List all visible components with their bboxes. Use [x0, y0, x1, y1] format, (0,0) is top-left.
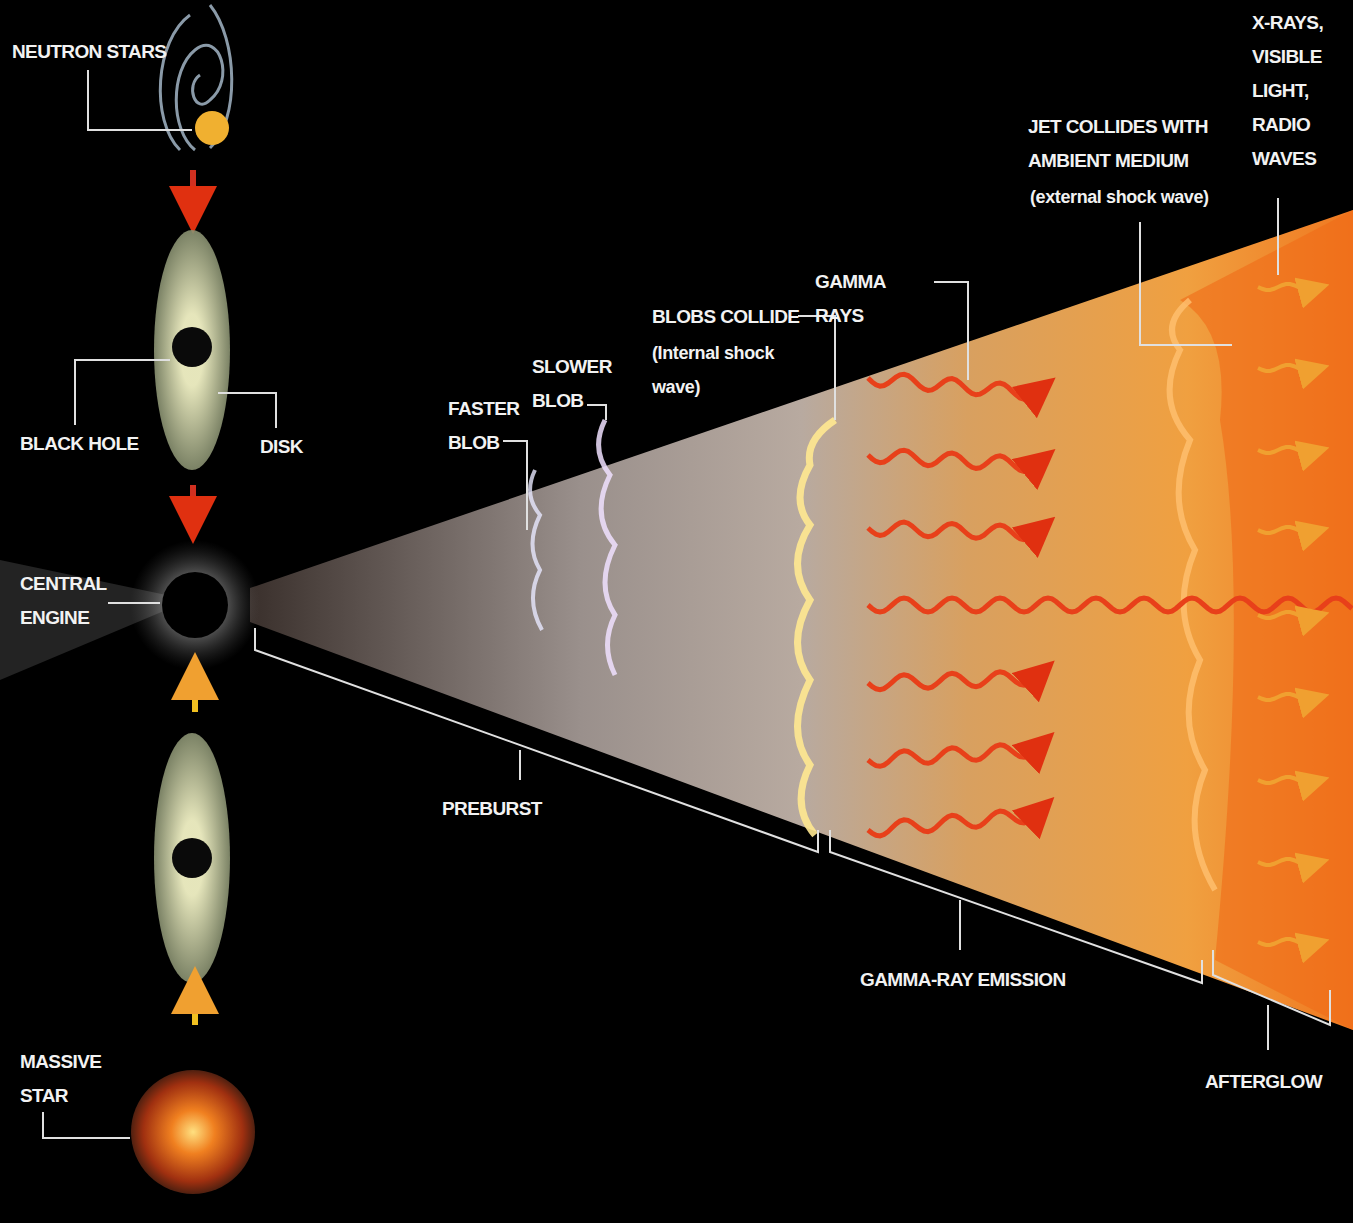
internal-shock [798, 420, 836, 835]
black-hole [172, 327, 212, 367]
disk [154, 230, 230, 470]
label: BLACK HOLE [20, 427, 150, 461]
disk-2 [154, 733, 230, 983]
neutron-star-spiral [160, 5, 231, 150]
external-shock [1170, 300, 1215, 890]
massive-star [131, 1070, 255, 1194]
label: CENTRAL ENGINE [20, 567, 120, 635]
label: (external shock wave) [1030, 180, 1240, 214]
gamma-ray-wave [868, 450, 1040, 471]
label: AFTERGLOW [1205, 1065, 1345, 1099]
label: DISK [260, 430, 320, 464]
afterglow-arrow [1258, 777, 1314, 783]
gamma-ray-wave [868, 745, 1040, 767]
label: JET COLLIDES WITH AMBIENT MEDIUM [1028, 110, 1220, 178]
faster-blob [530, 470, 542, 630]
gamma-ray-wave [868, 522, 1040, 540]
gamma-ray-wave [868, 672, 1040, 690]
gamma-ray-wave [868, 811, 1040, 836]
slower-blob [599, 420, 615, 675]
leader-lines [43, 70, 1330, 1138]
label: X-RAYS, VISIBLE LIGHT, RADIO WAVES [1252, 6, 1338, 176]
label: PREBURST [442, 792, 562, 826]
afterglow-arrow [1258, 365, 1314, 371]
label: GAMMA-RAY EMISSION [860, 963, 1080, 997]
afterglow-arrow [1258, 859, 1314, 865]
afterglow-arrow [1258, 447, 1314, 453]
neutron-star [195, 111, 229, 145]
label: SLOWER BLOB [532, 350, 612, 418]
jet-cone [250, 210, 1353, 1030]
label: GAMMA RAYS [815, 265, 935, 333]
gamma-ray-wave [868, 374, 1040, 399]
label: NEUTRON STARS [12, 35, 182, 69]
afterglow-arrow [1258, 939, 1314, 945]
label: (Internal shock wave) [652, 336, 802, 404]
label: BLOBS COLLIDE [652, 300, 802, 334]
label: MASSIVE STAR [20, 1045, 110, 1113]
afterglow-arrow [1258, 284, 1314, 290]
afterglow-arrow [1258, 527, 1314, 533]
central-engine [162, 572, 228, 638]
afterglow-arrow [1258, 694, 1314, 700]
afterglow-arrow [1258, 612, 1314, 618]
label: FASTER BLOB [448, 392, 528, 460]
gamma-ray-wave [868, 598, 1352, 612]
